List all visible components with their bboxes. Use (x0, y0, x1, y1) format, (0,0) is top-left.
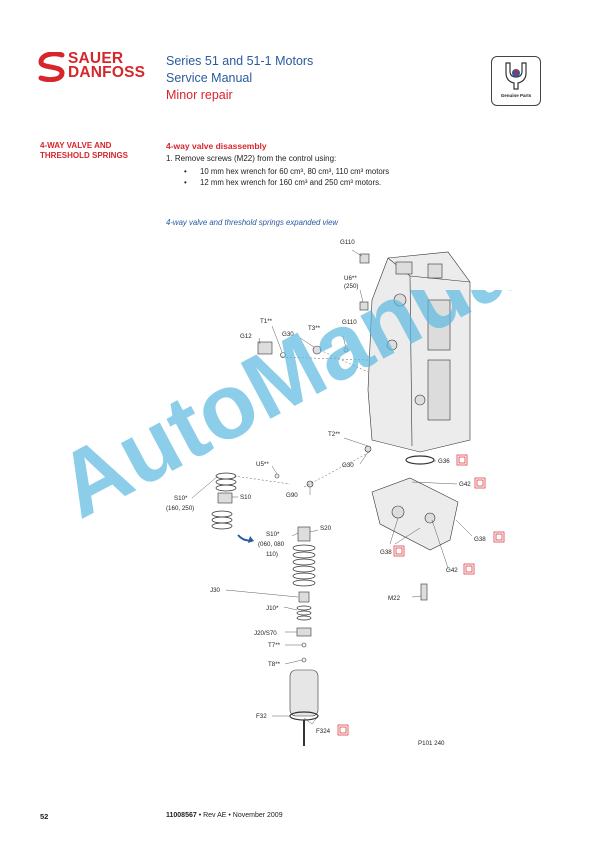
sidebar-heading-line2: THRESHOLD SPRINGS (40, 151, 129, 160)
port-block (371, 477, 459, 551)
label-s10-sub: (060, 080 (258, 541, 285, 548)
service-kit-icons (337, 454, 505, 736)
section-title: Minor repair (166, 88, 233, 102)
label-t7: T7** (268, 642, 281, 649)
label-t8: T8** (268, 661, 281, 668)
genuine-parts-label: Genuine Parts (500, 93, 532, 98)
o-ring-g36 (405, 455, 435, 465)
label-u5: U5** (256, 461, 269, 468)
list-item: 10 mm hex wrench for 60 cm³, 80 cm³, 110… (184, 166, 389, 177)
brand-s-icon (38, 51, 65, 83)
label-u6-sub: (250) (344, 283, 358, 290)
control-housing (367, 251, 471, 453)
label-j20: J20/S70 (254, 630, 277, 637)
label-f32: F32 (256, 713, 267, 720)
sidebar-heading: 4-WAY VALVE AND THRESHOLD SPRINGS (40, 141, 128, 161)
label-g38: G38 (380, 549, 392, 556)
figure-reference: P101 240 (418, 740, 445, 747)
label-j10: J10* (266, 605, 279, 612)
genuine-parts-badge: Genuine Parts (491, 56, 541, 106)
page-number: 52 (40, 812, 49, 821)
label-g110: G110 (342, 319, 357, 326)
label-g38: G38 (474, 536, 486, 543)
label-g42: G42 (446, 567, 458, 574)
genuine-parts-icon (505, 62, 527, 90)
brand-name: SAUER DANFOSS (68, 50, 146, 81)
document-revision: 11008567 • Rev AE • November 2009 (166, 812, 283, 819)
list-item: 12 mm hex wrench for 160 cm³ and 250 cm³… (184, 177, 389, 188)
document-subtitle: Service Manual (166, 71, 253, 85)
sidebar-heading-line1: 4-WAY VALVE AND (40, 141, 112, 150)
label-u6: U6** (344, 275, 357, 282)
label-s10-sub: (160, 250) (166, 505, 194, 512)
figure-caption: 4-way valve and threshold springs expand… (166, 218, 339, 227)
label-g110: G110 (340, 239, 355, 246)
wrench-list: 10 mm hex wrench for 60 cm³, 80 cm³, 110… (184, 166, 389, 188)
label-s10-sub: 110) (266, 551, 278, 558)
label-s10: S10 (240, 494, 252, 501)
valve-spool-body (289, 669, 319, 717)
revision-date: • Rev AE • November 2009 (196, 812, 283, 819)
label-f324: F324 (316, 728, 331, 735)
label-s10: S10* (266, 531, 280, 538)
label-s20: S20 (320, 525, 332, 532)
label-t1: T1** (260, 318, 273, 325)
label-g90: G90 (286, 492, 298, 499)
procedure-subheading: 4-way valve disassembly (166, 141, 267, 151)
label-t2: T2** (328, 431, 341, 438)
brand-line1: SAUER (68, 50, 124, 67)
label-t3: T3** (308, 325, 321, 332)
document-number: 11008567 (166, 812, 197, 819)
label-g12: G12 (240, 333, 252, 340)
brand-line2: DANFOSS (68, 64, 146, 81)
label-g30: G30 (282, 331, 294, 338)
label-m22: M22 (388, 595, 401, 602)
label-g42: G42 (459, 481, 471, 488)
procedure-step-1: 1. Remove screws (M22) from the control … (166, 154, 337, 163)
label-g36: G36 (438, 458, 450, 465)
label-j30: J30 (210, 587, 221, 594)
label-g30: G30 (342, 462, 354, 469)
document-header: Series 51 and 51-1 Motors Service Manual… (166, 53, 313, 104)
sauer-danfoss-logo: SAUER DANFOSS (38, 51, 145, 87)
document-title: Series 51 and 51-1 Motors (166, 54, 314, 68)
label-s10: S10* (174, 495, 188, 502)
